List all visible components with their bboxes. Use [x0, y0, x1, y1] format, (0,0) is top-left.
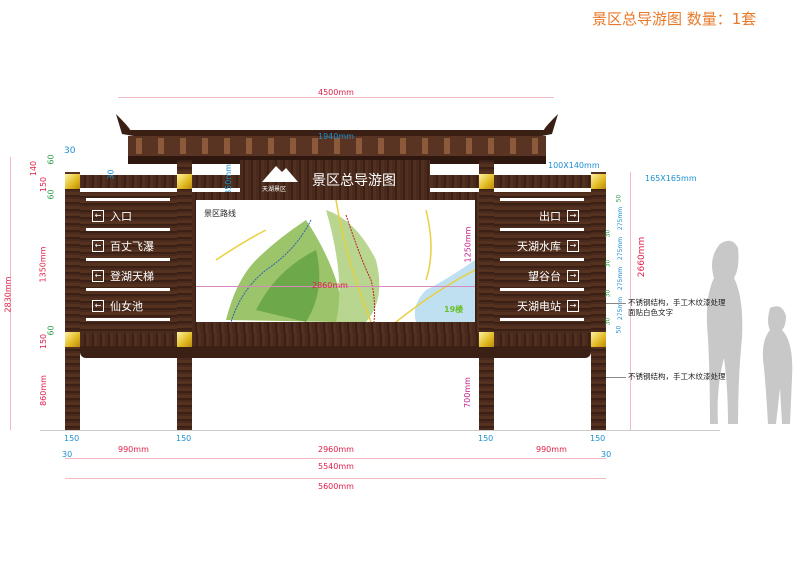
dim-header-height: 350mm [223, 164, 233, 195]
dim-value: 990mm [118, 445, 149, 454]
dim-line [65, 458, 606, 459]
dim-value: 60 [46, 189, 56, 200]
sign-item: 天湖水库→ [517, 238, 579, 254]
arrow-right-icon: → [567, 300, 579, 312]
sign-note-line-2: 面贴白色文字 [628, 308, 673, 317]
right-sign-panel: 出口→ 天湖水库→ 望谷台→ 天湖电站→ [494, 192, 591, 333]
leader-line [606, 303, 626, 304]
dim-value: 275mm [617, 296, 625, 321]
dim-total-roof: 4500mm [318, 88, 354, 97]
dim-value: 150 [64, 434, 80, 443]
dim-post-size: 100X140mm [548, 161, 600, 170]
dim-outer-width: 5600mm [318, 482, 354, 491]
dim-value: 860mm [38, 375, 48, 406]
sign-item: ←入口 [92, 208, 132, 224]
dim-right-height: 2660mm [637, 236, 648, 278]
human-silhouette-icon [706, 240, 793, 424]
sign-item: 出口→ [539, 208, 579, 224]
map-label: 景区路线 [204, 209, 236, 218]
dim-value: 30 [106, 169, 116, 180]
dim-value: 30 [604, 259, 612, 268]
arrow-right-icon: → [567, 270, 579, 282]
logo-text: 天湖景区 [262, 186, 287, 193]
dim-value: 60 [46, 154, 56, 165]
post-1 [65, 172, 80, 430]
arrow-right-icon: → [567, 210, 579, 222]
map-panel: 景区路线 19楼 [196, 200, 475, 322]
dim-map-width: 2860mm [312, 281, 348, 290]
dim-value: 150 [39, 333, 49, 350]
arrow-left-icon: ← [92, 240, 104, 252]
header-board: 天湖景区 景区总导游图 [240, 160, 430, 196]
post-2 [177, 160, 192, 430]
post-note: 不锈钢结构，手工木纹漆处理 [628, 372, 726, 381]
dim-line [630, 172, 631, 430]
gold-cap [177, 174, 192, 189]
dim-value: 30 [604, 229, 612, 238]
gold-cap [65, 174, 80, 189]
dim-value: 30 [62, 450, 73, 459]
dim-line [10, 157, 11, 430]
dim-value: 150 [176, 434, 192, 443]
drawing-title: 景区总导游图 数量：1套 [592, 10, 757, 28]
dim-value: 30 [604, 289, 612, 298]
sign-note-line-1: 不锈钢结构，手工木纹漆处理 [628, 298, 726, 307]
left-sign-panel: ←入口 ←百丈飞瀑 ←登湖天梯 ←仙女池 [80, 192, 177, 333]
header-title: 景区总导游图 [312, 173, 396, 189]
post-4 [591, 172, 606, 430]
sign-note: 不锈钢结构，手工木纹漆处理面贴白色文字 [628, 298, 726, 318]
dim-cap-size: 165X165mm [645, 174, 697, 183]
gold-cap [65, 332, 80, 347]
sign-item: ←登湖天梯 [92, 268, 154, 284]
arrow-left-icon: ← [92, 270, 104, 282]
bottom-beam [65, 333, 606, 346]
dim-value: 50 [615, 194, 623, 203]
gold-cap [177, 332, 192, 347]
dim-inner-width: 5540mm [318, 462, 354, 471]
dim-overall-height: 2830mm [3, 276, 13, 313]
dim-header-width: 1940mm [318, 132, 354, 141]
dim-value: 30 [604, 317, 612, 326]
gold-cap [479, 332, 494, 347]
map-brand: 19楼 [444, 305, 464, 314]
dim-value: 150 [478, 434, 494, 443]
dim-value: 150 [590, 434, 606, 443]
dim-line [196, 286, 475, 287]
dim-value: 275mm [617, 236, 625, 261]
dim-value: 50 [615, 325, 623, 334]
gold-cap [479, 174, 494, 189]
dim-value: 275mm [617, 206, 625, 231]
leader-line [606, 377, 626, 378]
mountain-logo-icon [262, 166, 298, 182]
bottom-skirt [80, 346, 591, 358]
dim-leg-clear: 700mm [462, 377, 472, 408]
dim-value: 275mm [617, 266, 625, 291]
dim-line [65, 478, 606, 479]
ground-line [40, 430, 720, 431]
dim-map-height: 1250mm [463, 226, 473, 263]
sign-item: 天湖电站→ [517, 298, 579, 314]
dim-value: 2960mm [318, 445, 354, 454]
arrow-right-icon: → [567, 240, 579, 252]
dim-value: 1350mm [38, 246, 48, 283]
gold-cap [591, 174, 606, 189]
dim-value: 990mm [536, 445, 567, 454]
dim-value: 30 [601, 450, 612, 459]
post-3 [479, 160, 494, 430]
arrow-left-icon: ← [92, 300, 104, 312]
dim-value: 140 [29, 160, 39, 177]
arrow-left-icon: ← [92, 210, 104, 222]
gold-cap [591, 332, 606, 347]
map-illustration [215, 200, 475, 322]
dim-line [118, 97, 554, 98]
dim-value: 30 [64, 146, 76, 156]
sign-item: ←仙女池 [92, 298, 143, 314]
sign-item: 望谷台→ [528, 268, 579, 284]
sign-item: ←百丈飞瀑 [92, 238, 154, 254]
